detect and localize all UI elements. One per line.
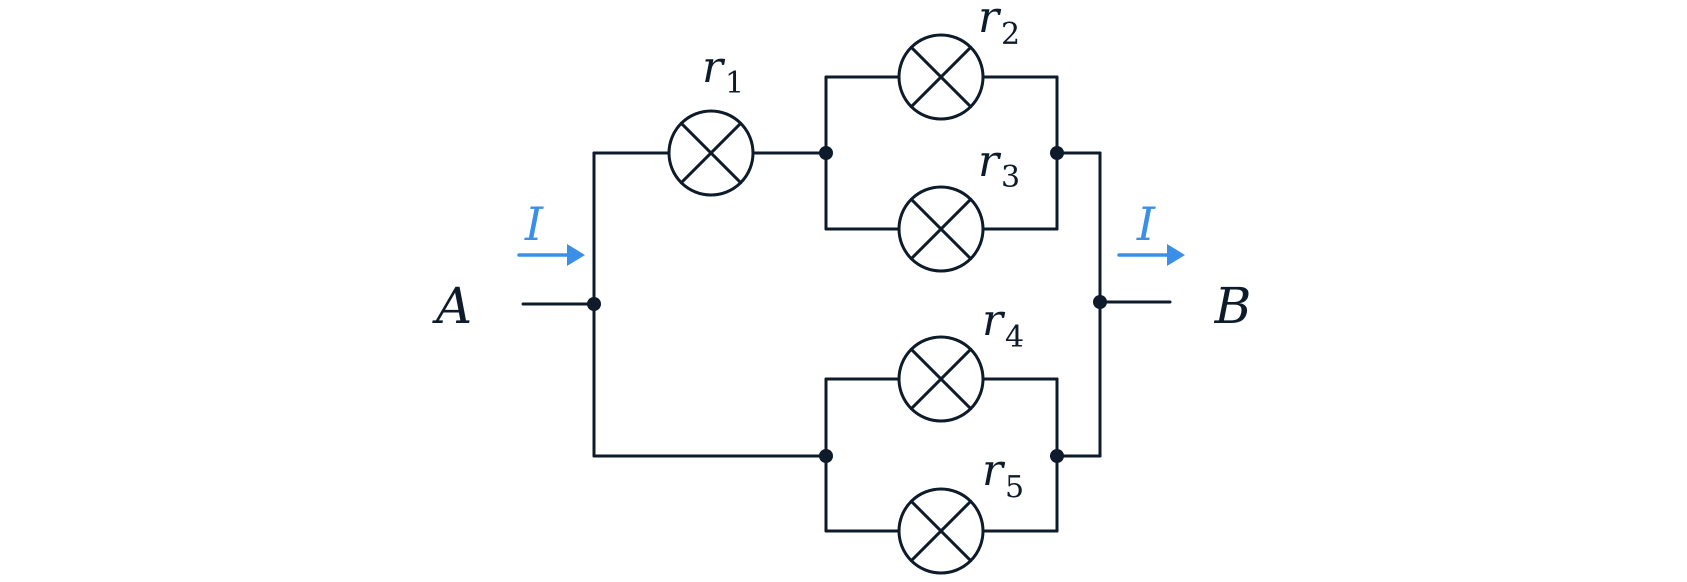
terminal-label-a: A	[432, 277, 472, 335]
lamp-label-index: 1	[725, 66, 744, 101]
junction-node-b	[1093, 295, 1107, 309]
lamp-cross	[909, 197, 973, 261]
lamp-label-symbol: r	[982, 295, 1006, 346]
terminal-label-b: B	[1214, 277, 1252, 335]
lamp-label-index: 5	[1005, 470, 1024, 505]
lamp-cross	[679, 121, 743, 185]
lamp-label-r1: r 1	[702, 42, 744, 101]
lamp-label-symbol: r	[978, 0, 1002, 43]
lamp-cross	[909, 45, 973, 109]
lamp-label-symbol: r	[702, 42, 726, 93]
lamp-r1	[667, 109, 755, 197]
lamp-r2	[897, 33, 985, 121]
lamp-cross	[909, 499, 973, 563]
lamp-label-r2: r 2	[978, 0, 1020, 52]
wires	[521, 75, 1172, 533]
lamp-label-index: 3	[1001, 160, 1020, 195]
junction-node-upper-left	[819, 146, 833, 160]
lamp-label-symbol: r	[978, 136, 1002, 187]
current-label-right: I	[1136, 197, 1156, 251]
junction-nodes	[587, 146, 1107, 463]
lamp-label-r5: r 5	[982, 445, 1024, 505]
lamp-label-r4: r 4	[982, 295, 1024, 355]
lamp-label-r3: r 3	[978, 136, 1020, 195]
current-arrow-left	[517, 244, 585, 266]
lamp-cross	[909, 347, 973, 411]
junction-node-upper-right	[1050, 146, 1064, 160]
lamp-label-index: 4	[1005, 320, 1024, 355]
junction-node-lower-left	[819, 449, 833, 463]
lamp-r4	[897, 335, 985, 423]
junction-node-lower-right	[1050, 449, 1064, 463]
current-label-left: I	[524, 197, 544, 251]
current-arrow-right	[1117, 244, 1185, 266]
lamp-r5	[897, 487, 985, 575]
lamp-label-index: 2	[1001, 17, 1020, 52]
lamp-r3	[897, 185, 985, 273]
lamp-label-symbol: r	[982, 445, 1006, 496]
junction-node-a	[587, 297, 601, 311]
